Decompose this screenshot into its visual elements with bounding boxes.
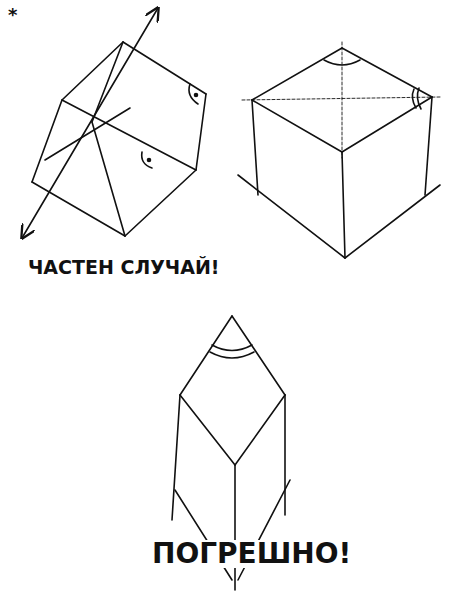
cube-sketch [238,42,440,258]
note-text: ЧАСТЕН СЛУЧАЙ! [26,258,221,277]
asterisk-mark: * [6,6,19,24]
note-text: ПОГРЕШНО! [150,540,353,568]
special-case-sketch [22,8,206,238]
